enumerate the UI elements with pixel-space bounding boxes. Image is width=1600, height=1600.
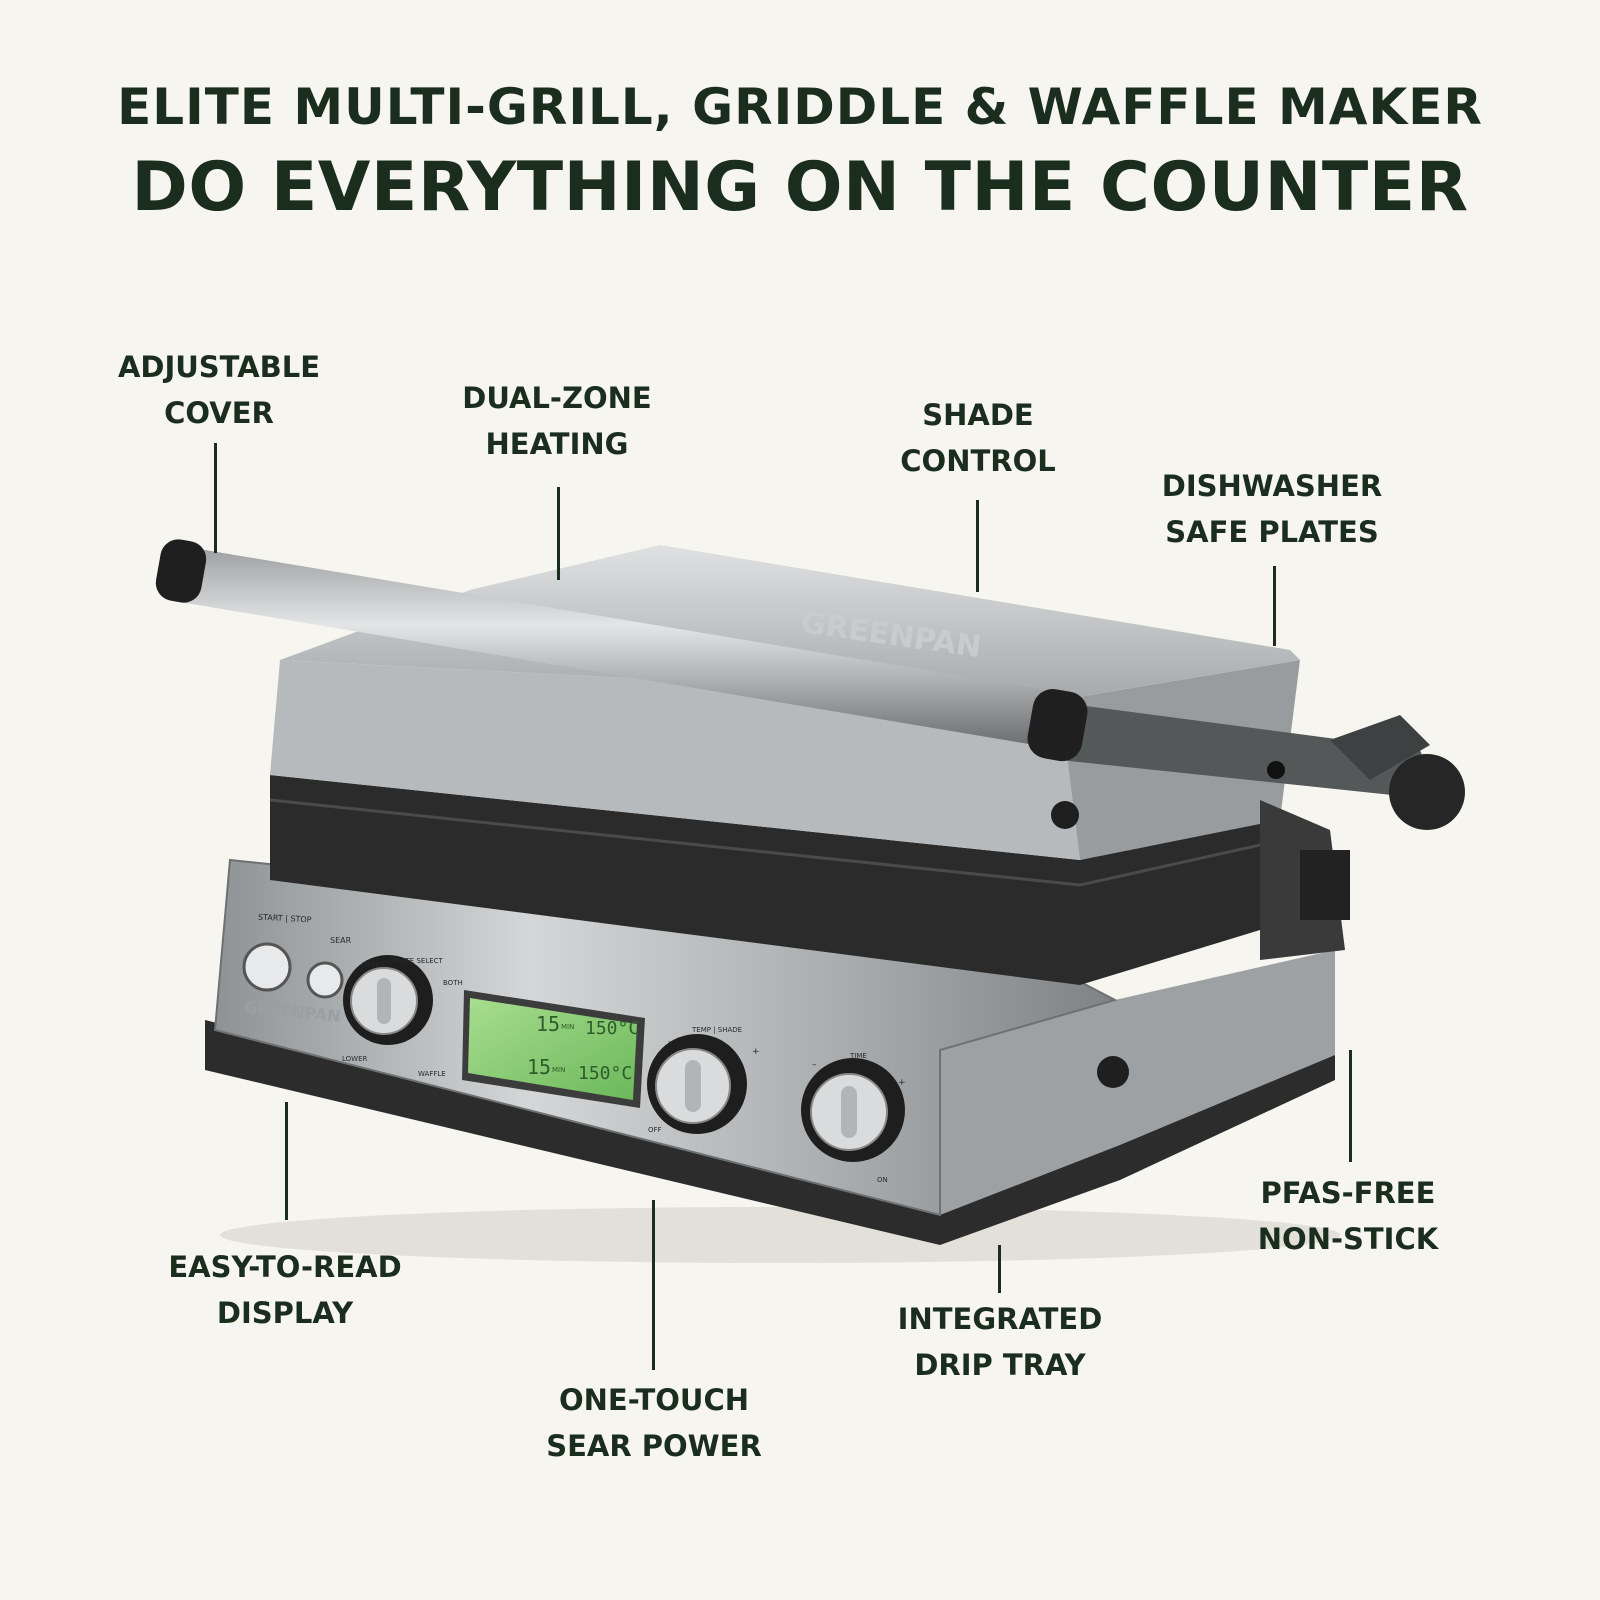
label-temp-plus: + (752, 1047, 760, 1057)
lcd-row1-temp: 150°C (585, 1018, 640, 1039)
label-sear: SEAR (330, 936, 352, 945)
label-lower: LOWER (342, 1055, 368, 1063)
base-plinth (205, 1020, 1335, 1245)
callout-drip-tray: INTEGRATED DRIP TRAY (897, 1302, 1103, 1382)
handle-bar (168, 545, 1045, 745)
label-off: OFF (648, 1126, 662, 1134)
label-on: ON (877, 1176, 888, 1184)
lcd-row1-unit: MIN (561, 1023, 575, 1031)
label-plate-select: PLATE SELECT (393, 957, 443, 965)
callout-easy-display: EASY-TO-READ DISPLAY (168, 1250, 402, 1330)
lcd-screen (468, 998, 637, 1100)
label-start-stop: START | STOP (257, 912, 312, 925)
sear-button (306, 961, 344, 999)
label-temp-shade: TEMP | SHADE (692, 1026, 743, 1034)
lcd-row2-temp: 150°C (578, 1063, 633, 1084)
headline-line2: DO EVERYTHING ON THE COUNTER (131, 148, 1469, 227)
leader-drip-tray (998, 1245, 1001, 1293)
start-stop-button (242, 942, 292, 992)
label-temp-minus: – (668, 1037, 673, 1047)
leader-easy-display (285, 1102, 288, 1220)
label-time: TIME (850, 1052, 867, 1060)
label-both: BOTH (443, 979, 463, 987)
label-time-plus: + (898, 1078, 906, 1088)
callout-dishwasher-safe: DISHWASHER SAFE PLATES (1161, 469, 1383, 549)
leader-pfas-free (1349, 1050, 1352, 1162)
handle-knob (1389, 754, 1465, 830)
handle-endcap-left (155, 539, 207, 603)
callout-dual-zone-heating: DUAL-ZONE HEATING (462, 381, 652, 461)
leader-dual-zone-heating (557, 487, 560, 580)
lower-plate-housing (270, 775, 1260, 985)
handle-endcap-right (1027, 689, 1088, 762)
lcd-row1-time: 15 (536, 1012, 561, 1036)
label-waffle: WAFFLE (418, 1070, 446, 1078)
panel-brand: GREENPAN (243, 996, 342, 1027)
base-side (940, 950, 1335, 1215)
callout-adjustable-cover: ADJUSTABLE COVER (117, 350, 321, 430)
callout-pfas-free: PFAS-FREE NON-STICK (1257, 1176, 1439, 1256)
lcd-row2-unit: MIN (552, 1066, 566, 1074)
leader-dishwasher-safe (1273, 566, 1276, 646)
leader-adjustable-cover (214, 443, 217, 553)
floor-shadow (220, 1207, 1340, 1263)
label-upper: UPPER (362, 961, 385, 969)
leader-shade-control (976, 500, 979, 592)
label-time-minus: – (812, 1060, 817, 1070)
headline-line1: ELITE MULTI-GRILL, GRIDDLE & WAFFLE MAKE… (117, 78, 1483, 136)
leader-sear-power (652, 1200, 655, 1370)
release-button (1097, 1056, 1129, 1088)
lcd-row2-time: 15 (527, 1055, 552, 1079)
callout-shade-control: SHADE CONTROL (900, 398, 1056, 478)
callout-sear-power: ONE-TOUCH SEAR POWER (546, 1383, 762, 1463)
handle-arm (1040, 700, 1440, 800)
